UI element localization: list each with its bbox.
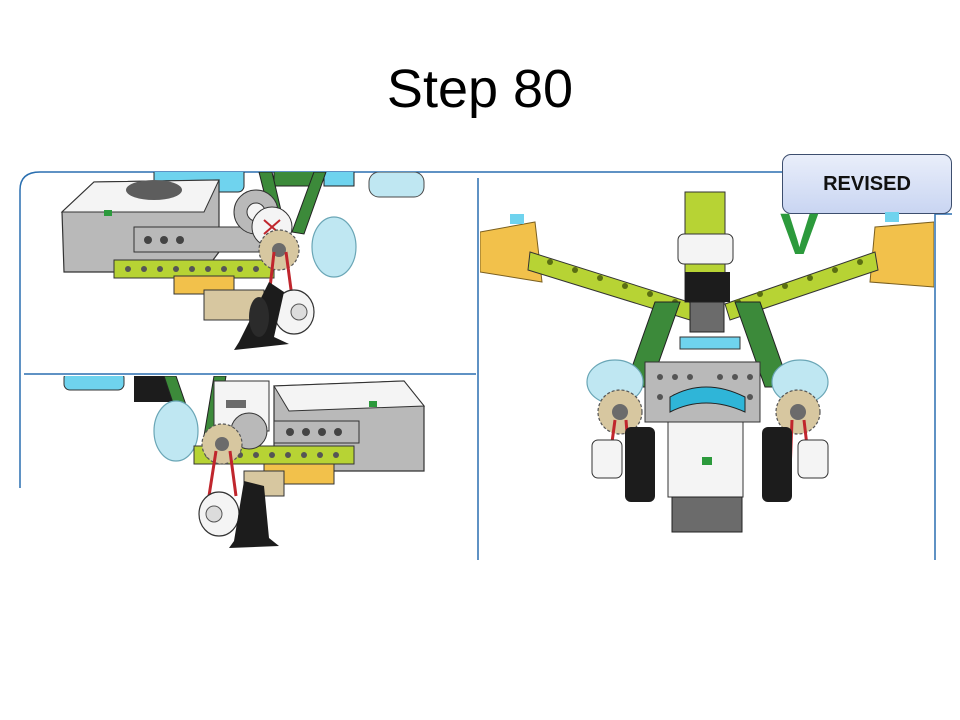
model-front-view: V xyxy=(480,172,934,562)
model-side-view-upper xyxy=(24,172,476,372)
slide-title: Step 80 xyxy=(386,59,574,119)
model-side-view-lower xyxy=(24,376,476,566)
revised-badge: REVISED xyxy=(782,154,952,214)
check-mark-icon: V xyxy=(780,202,819,267)
